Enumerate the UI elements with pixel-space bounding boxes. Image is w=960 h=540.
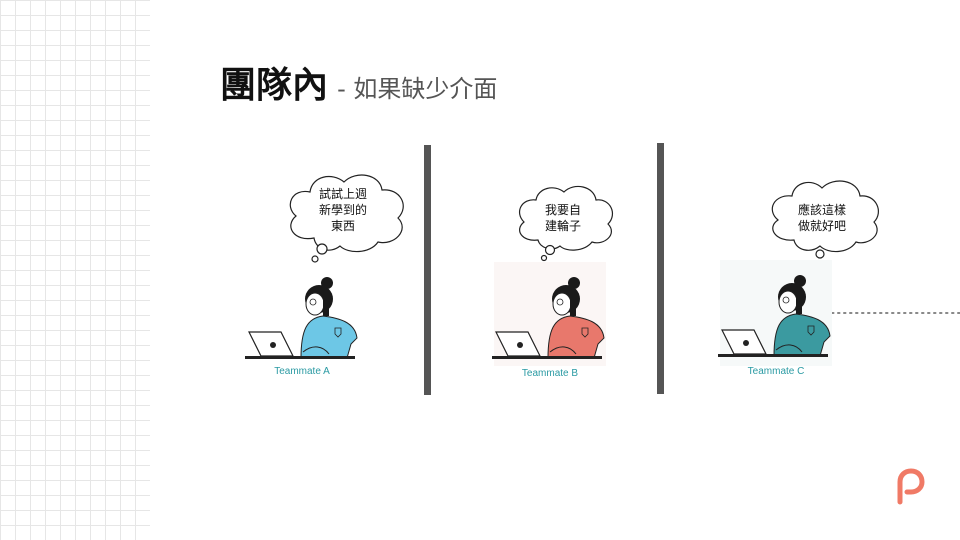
teammate-b-illustration	[492, 277, 605, 359]
thought-bubble-a	[289, 174, 404, 263]
teammate-a-label: Teammate A	[274, 366, 330, 377]
thought-bubble-b	[519, 185, 613, 262]
thought-text-b: 我要自 建輪子	[544, 203, 581, 233]
thought-text-a: 試試上週 新學到的 東西	[318, 187, 367, 233]
title-subtitle: - 如果缺少介面	[337, 75, 498, 103]
teammate-b-label: Teammate B	[521, 368, 579, 379]
thought-text-c: 應該這樣 做就好吧	[797, 203, 846, 233]
teammate-c-label: Teammate C	[747, 366, 805, 377]
dotted-connector	[832, 312, 960, 314]
thought-bubble-c	[771, 180, 879, 259]
title-main: 團隊內	[220, 65, 329, 106]
brand-logo-icon	[897, 468, 925, 505]
teammate-c-illustration	[718, 275, 831, 357]
teammate-a-illustration	[245, 277, 358, 359]
slide-title: 團隊內 - 如果缺少介面	[220, 56, 497, 108]
grid-background	[0, 0, 150, 540]
divider-left	[424, 145, 431, 395]
divider-right	[657, 143, 664, 394]
